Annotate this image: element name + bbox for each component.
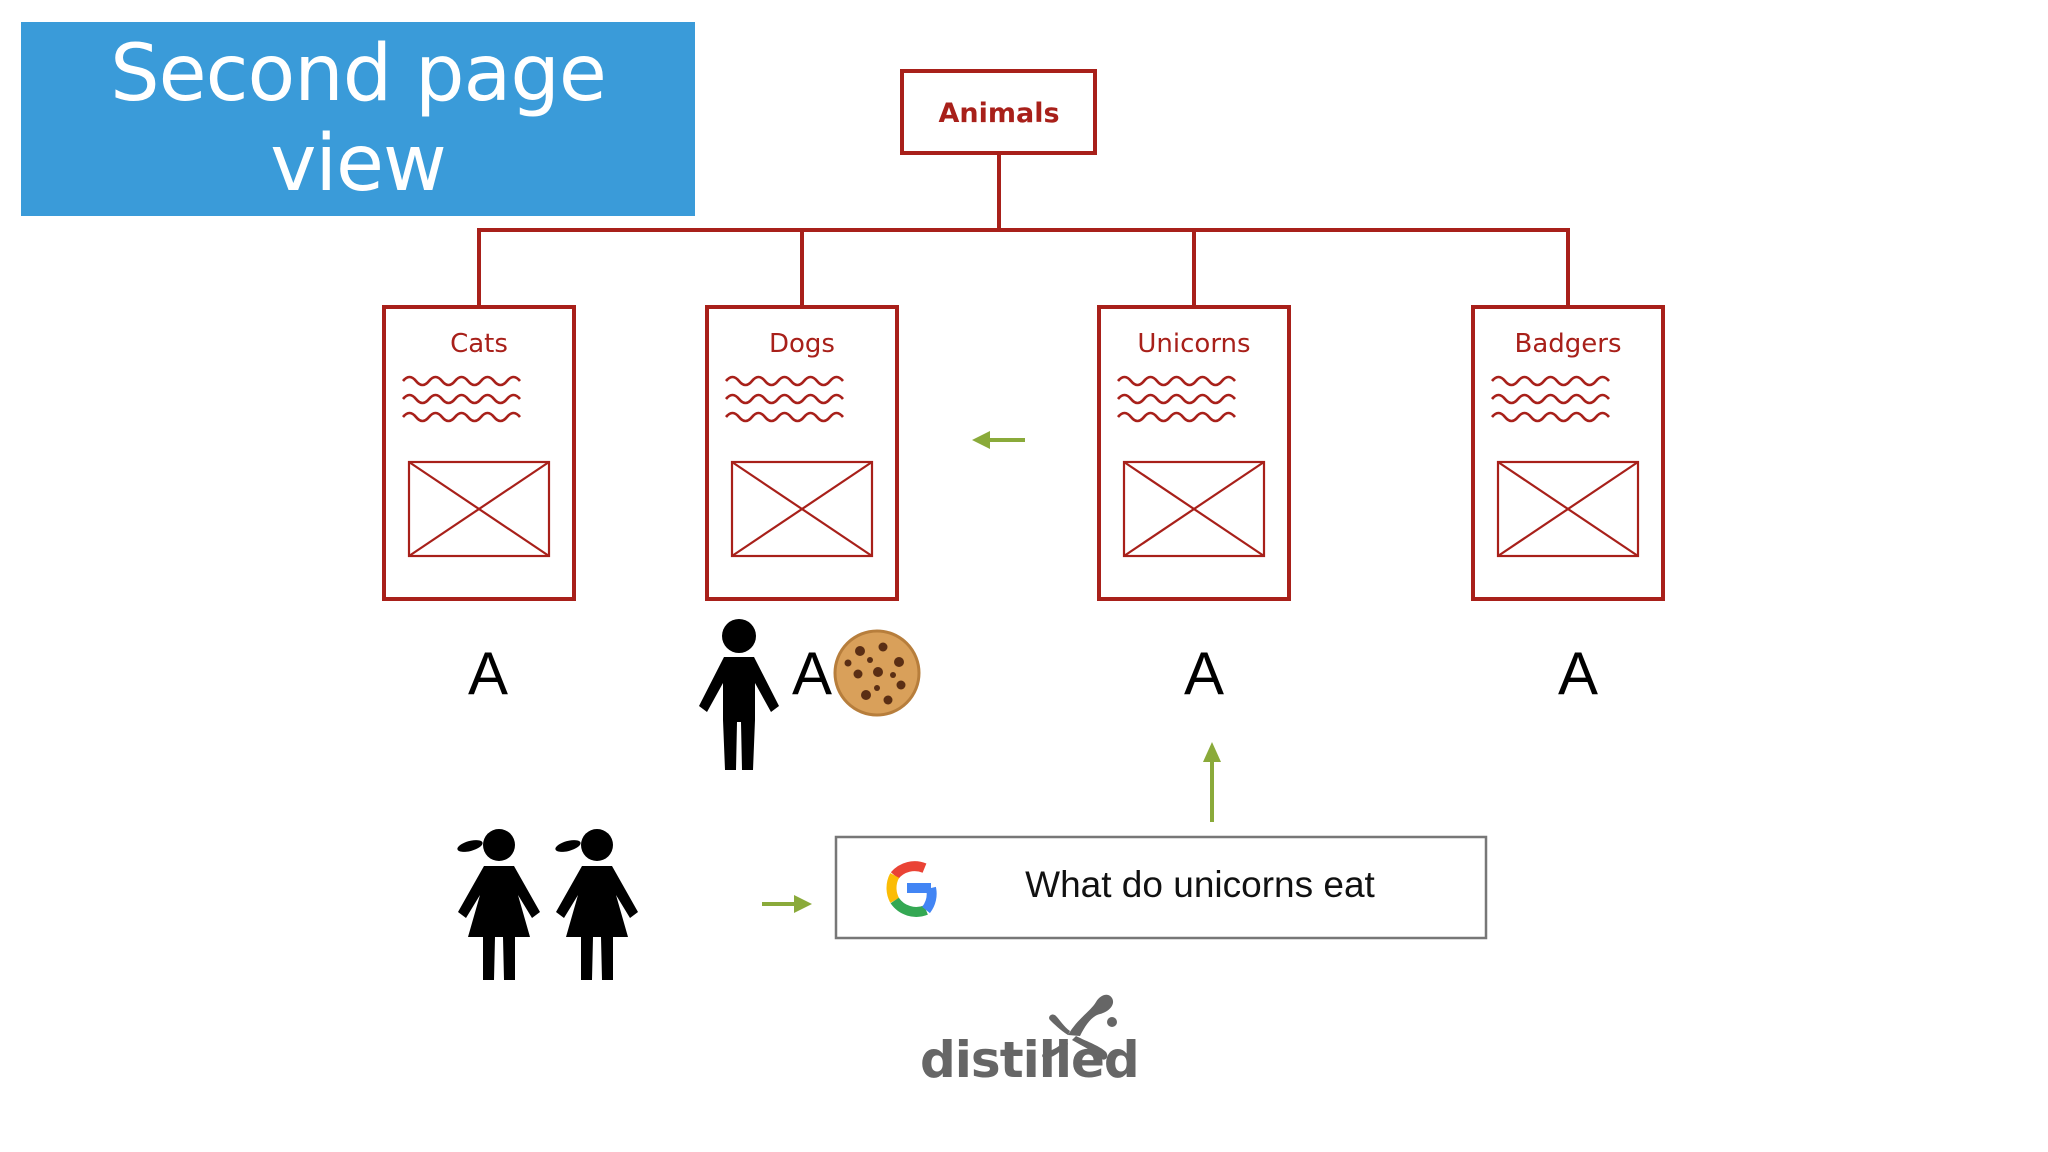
marker-cats: A bbox=[468, 640, 508, 707]
google-g-icon bbox=[886, 861, 937, 917]
marker-unicorns: A bbox=[1184, 640, 1224, 707]
girl-icon bbox=[555, 829, 638, 980]
page-label-cats: Cats bbox=[450, 329, 508, 359]
girl-icon bbox=[457, 829, 540, 980]
cookie-icon bbox=[833, 629, 921, 717]
title-banner: Second page view bbox=[21, 22, 695, 216]
root-node: Animals bbox=[900, 69, 1097, 155]
tree-connectors bbox=[477, 153, 1570, 307]
page-title: Second page view bbox=[110, 29, 607, 209]
marker-badgers: A bbox=[1558, 640, 1598, 707]
root-label: Animals bbox=[938, 98, 1059, 129]
image-placeholder-icon bbox=[1122, 460, 1266, 558]
image-placeholder-icon bbox=[730, 460, 874, 558]
page-label-dogs: Dogs bbox=[769, 329, 835, 359]
image-placeholder-icon bbox=[407, 460, 551, 558]
page-card-cats: Cats bbox=[382, 305, 576, 601]
arrow-left-icon bbox=[972, 431, 1025, 449]
page-card-badgers: Badgers bbox=[1471, 305, 1665, 601]
page-label-unicorns: Unicorns bbox=[1137, 329, 1250, 359]
marker-dogs: A bbox=[792, 640, 832, 707]
person-icon bbox=[699, 619, 779, 770]
arrow-right-icon bbox=[762, 895, 812, 913]
search-query: What do unicorns eat bbox=[1025, 864, 1375, 905]
page-card-dogs: Dogs bbox=[705, 305, 899, 601]
logo-text: distilled bbox=[920, 1031, 1139, 1089]
distilled-logo: distilled bbox=[920, 994, 1140, 1089]
distilled-splash-icon bbox=[1042, 994, 1117, 1060]
page-card-unicorns: Unicorns bbox=[1097, 305, 1291, 601]
page-label-badgers: Badgers bbox=[1514, 329, 1621, 359]
image-placeholder-icon bbox=[1496, 460, 1640, 558]
search-box[interactable]: What do unicorns eat bbox=[834, 835, 1488, 940]
arrow-up-icon bbox=[1203, 742, 1221, 822]
